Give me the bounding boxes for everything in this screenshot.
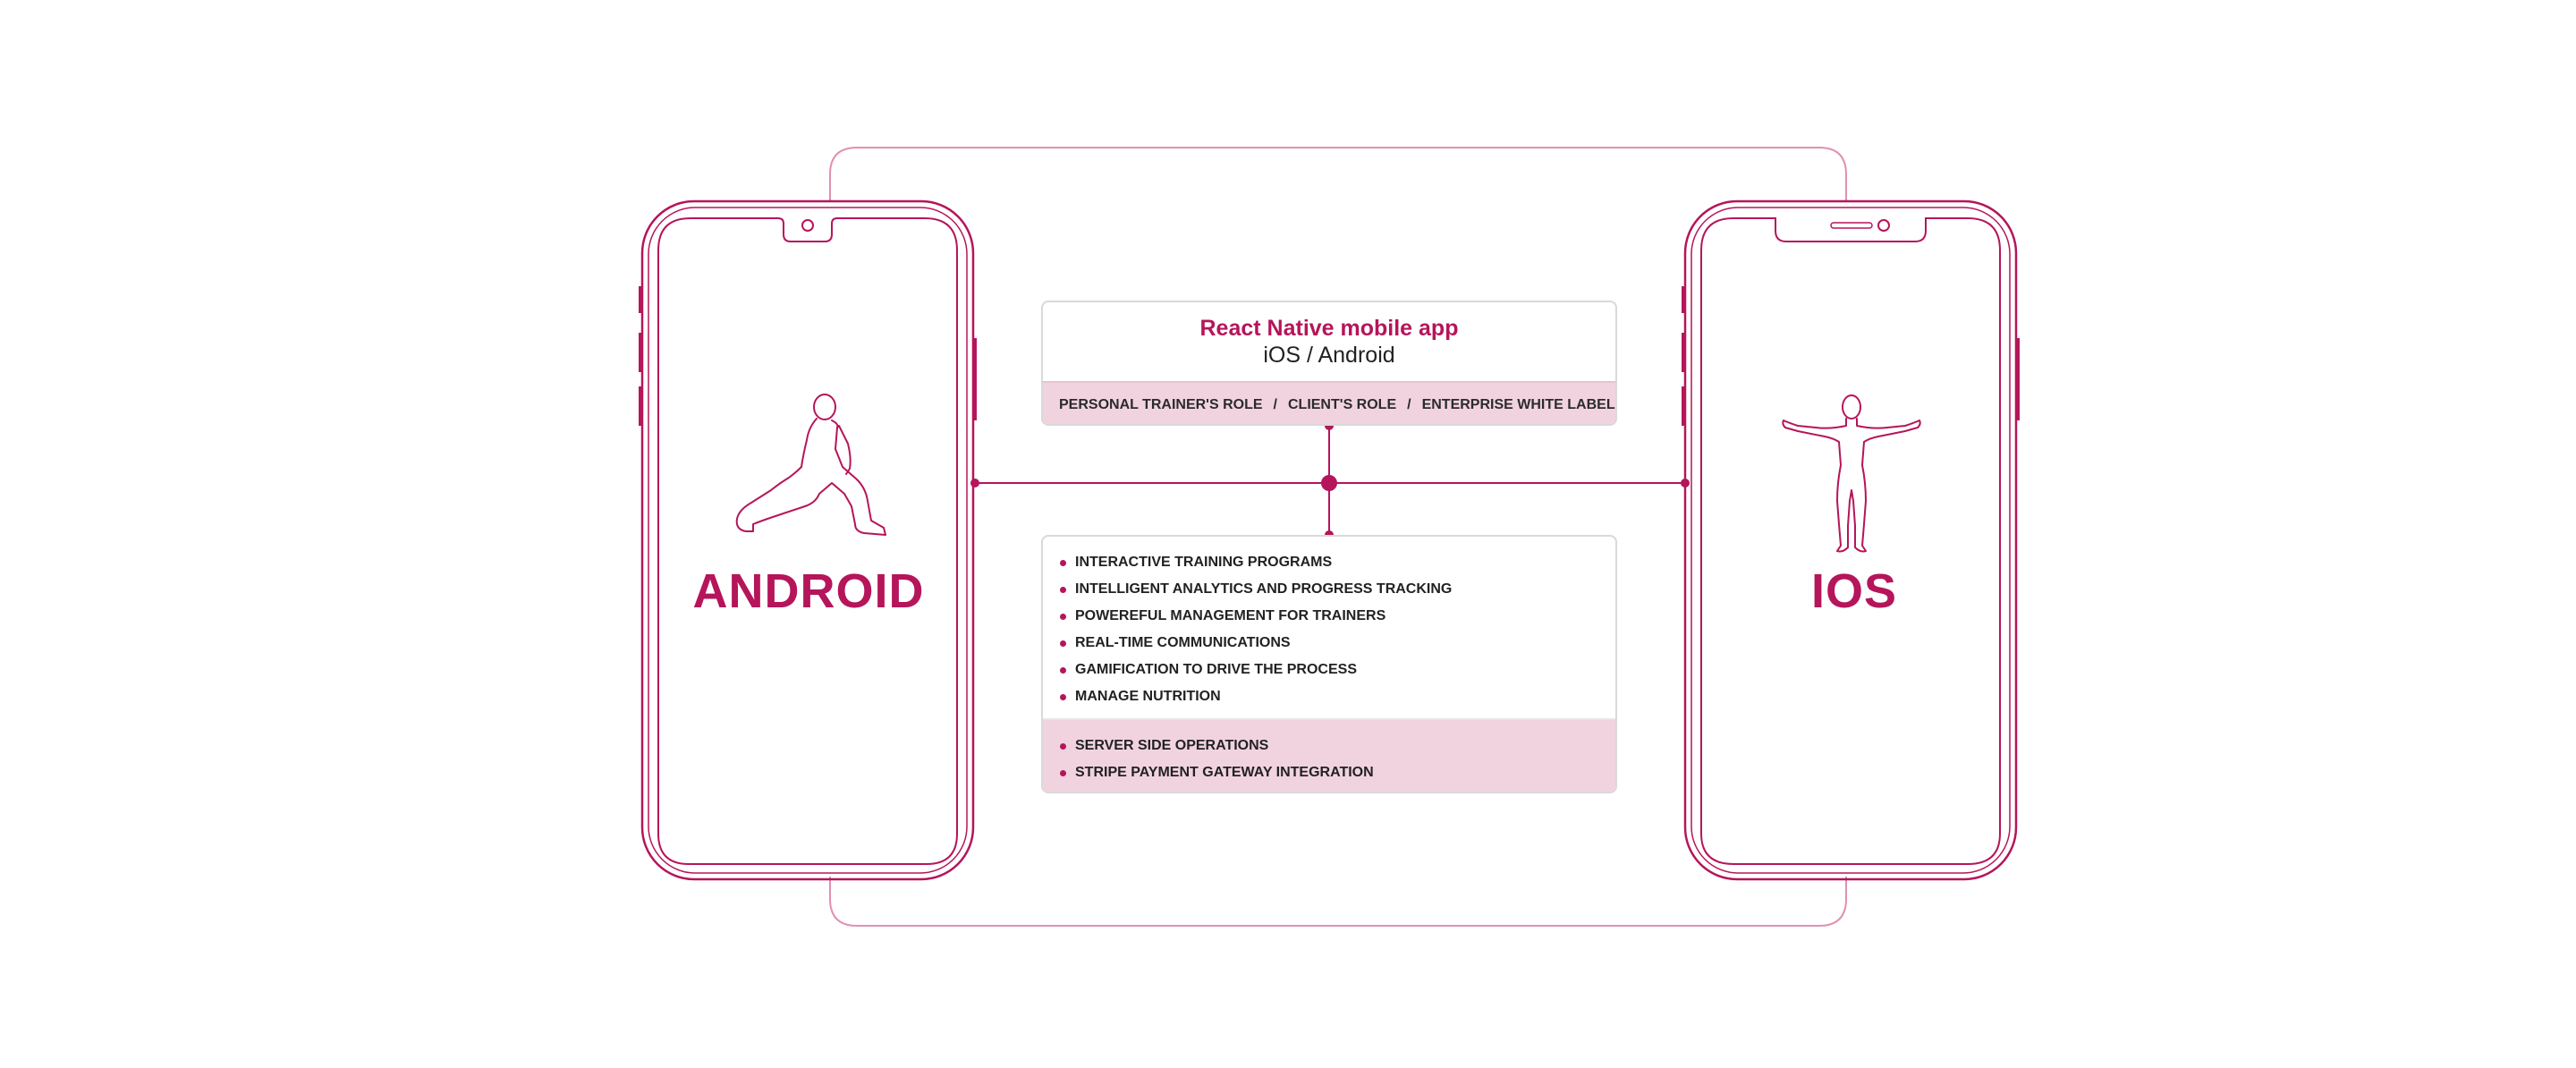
ios-phone [1682,199,2020,881]
feature-item: POWEREFUL MANAGEMENT FOR TRAINERS [1060,603,1615,630]
person-arms-out-icon [1782,394,1921,553]
features-list: INTERACTIVE TRAINING PROGRAMS INTELLIGEN… [1043,549,1615,710]
feature-item: MANAGE NUTRITION [1060,683,1615,710]
role-trainer: PERSONAL TRAINER'S ROLE [1059,397,1263,412]
connector-frame [829,147,1847,927]
roles-bar: PERSONAL TRAINER'S ROLE / CLIENT'S ROLE … [1043,381,1615,424]
feature-item: GAMIFICATION TO DRIVE THE PROCESS [1060,657,1615,683]
app-subtitle: iOS / Android [1263,343,1395,368]
role-separator: / [1407,397,1411,412]
feature-item: INTERACTIVE TRAINING PROGRAMS [1060,549,1615,576]
app-summary-card: React Native mobile app iOS / Android PE… [1041,301,1617,426]
person-lunge-icon [735,394,886,536]
android-label: ANDROID [692,564,925,618]
role-separator: / [1273,397,1277,412]
app-header: React Native mobile app iOS / Android [1043,302,1615,381]
feature-item: REAL-TIME COMMUNICATIONS [1060,630,1615,657]
feature-item: INTELLIGENT ANALYTICS AND PROGRESS TRACK… [1060,576,1615,603]
app-title: React Native mobile app [1199,316,1459,341]
backend-list: SERVER SIDE OPERATIONS STRIPE PAYMENT GA… [1043,733,1615,786]
role-client: CLIENT'S ROLE [1287,397,1397,412]
features-section: INTERACTIVE TRAINING PROGRAMS INTELLIGEN… [1043,537,1615,720]
ios-label: IOS [1810,564,1898,618]
backend-item: STRIPE PAYMENT GATEWAY INTEGRATION [1060,759,1615,786]
backend-section: SERVER SIDE OPERATIONS STRIPE PAYMENT GA… [1043,720,1615,792]
features-card: INTERACTIVE TRAINING PROGRAMS INTELLIGEN… [1041,535,1617,793]
role-enterprise: ENTERPRISE WHITE LABELING [1421,397,1615,412]
backend-item: SERVER SIDE OPERATIONS [1060,733,1615,759]
android-phone [639,199,977,881]
